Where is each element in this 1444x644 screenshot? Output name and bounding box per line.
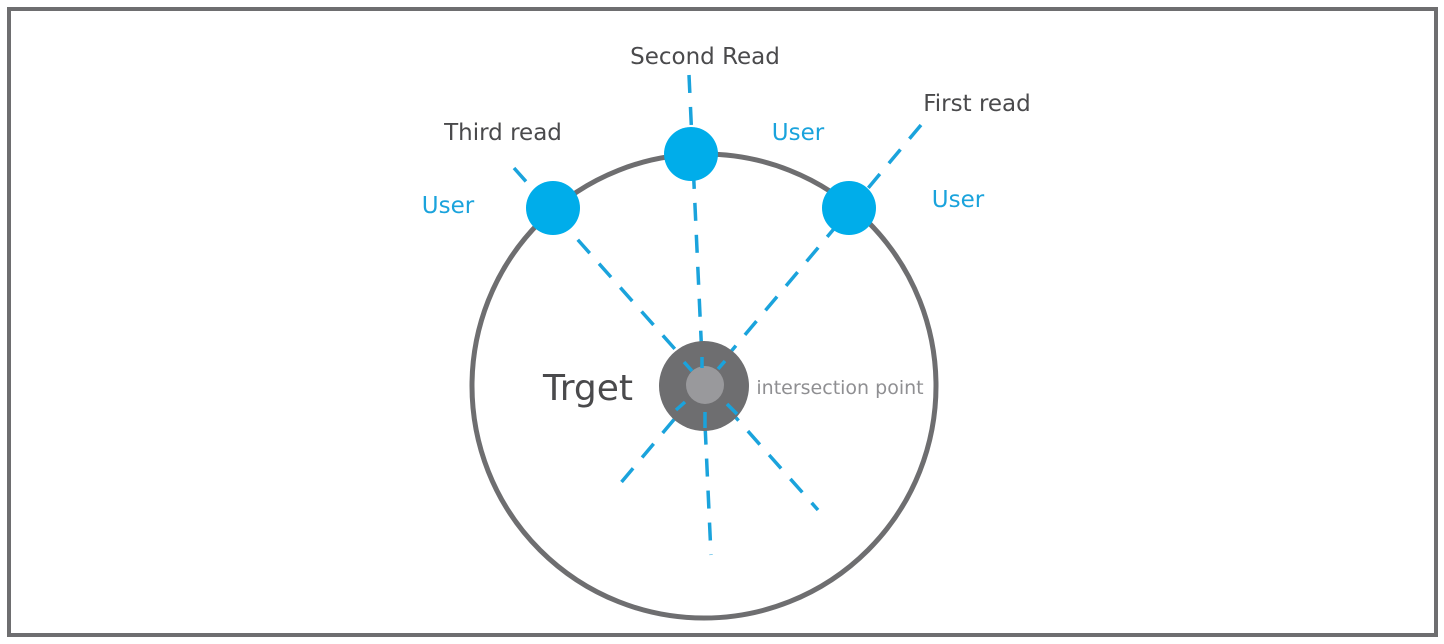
diagram-frame <box>7 7 1438 637</box>
third-read-label: Third read <box>443 120 562 146</box>
target-label: Trget <box>542 368 633 409</box>
user-node-first <box>822 181 876 235</box>
second-read-label: Second Read <box>630 44 780 70</box>
user-label-third: User <box>422 193 475 219</box>
user-node-third <box>526 181 580 235</box>
intersection-point-label: intersection point <box>756 377 923 399</box>
first-read-label: First read <box>923 91 1031 117</box>
intersection-point-marker <box>686 366 724 404</box>
user-label-second: User <box>772 120 825 146</box>
user-label-first: User <box>932 187 985 213</box>
user-node-second <box>664 127 718 181</box>
first-read-line <box>612 123 923 493</box>
